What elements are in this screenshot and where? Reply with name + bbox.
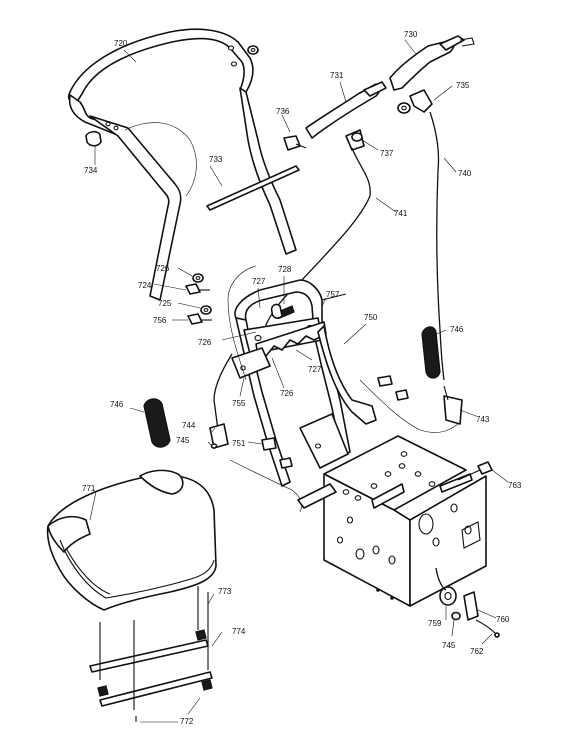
bolt-751 <box>261 375 409 469</box>
right-control-lever <box>389 35 475 91</box>
bolt-736 <box>283 135 307 151</box>
grip-746-left <box>143 398 171 448</box>
fastener-756 <box>187 313 212 325</box>
callout-736: 736 <box>276 107 290 116</box>
callout-756: 756 <box>153 316 167 325</box>
callout-763: 763 <box>508 481 522 490</box>
housing-frame <box>297 435 487 607</box>
assembly-guide-line-c <box>229 459 302 513</box>
callout-751: 751 <box>232 439 246 448</box>
handle-cap <box>85 130 102 147</box>
callout-730: 730 <box>404 30 418 39</box>
callout-726-top: 726 <box>156 264 170 273</box>
callout-774: 774 <box>232 627 246 636</box>
callout-727-top: 727 <box>252 277 266 286</box>
callout-745-top: 745 <box>176 436 190 445</box>
rod <box>206 165 300 211</box>
callout-734: 734 <box>84 166 98 175</box>
callout-737: 737 <box>380 149 394 158</box>
callout-726-low: 726 <box>280 389 294 398</box>
callout-720: 720 <box>114 39 128 48</box>
grip-746-right <box>421 326 441 379</box>
pin-762 <box>475 619 500 638</box>
bolt-763 <box>457 461 493 481</box>
leader-lines <box>89 39 509 715</box>
shield-771 <box>46 469 217 611</box>
callout-733: 733 <box>209 155 223 164</box>
callout-724: 724 <box>138 281 152 290</box>
shift-rod-757 <box>321 293 347 301</box>
bracket-743 <box>443 385 463 425</box>
callout-746-right: 746 <box>450 325 464 334</box>
assembly-guide-line-a <box>227 265 257 381</box>
assembly-guide-line-b <box>359 379 459 433</box>
strip-774 <box>99 671 213 707</box>
mount-hardware <box>97 586 213 723</box>
handle-surface-contour <box>124 122 197 197</box>
callout-745-bottom: 745 <box>442 641 456 650</box>
fastener-724 <box>185 283 210 295</box>
callout-726-mid: 726 <box>198 338 212 347</box>
callout-740: 740 <box>458 169 472 178</box>
callout-735: 735 <box>456 81 470 90</box>
shift-rod-750 <box>317 325 377 425</box>
washer-745b <box>451 611 461 621</box>
spring-744 <box>209 353 233 449</box>
bracket-755 <box>231 347 271 379</box>
cable-741 <box>263 147 371 331</box>
callout-772: 772 <box>180 717 194 726</box>
callout-744: 744 <box>182 421 196 430</box>
callout-757: 757 <box>326 290 340 299</box>
callout-728: 728 <box>278 265 292 274</box>
left-control-lever <box>305 81 387 151</box>
spring-728 <box>270 303 295 319</box>
callout-750: 750 <box>364 313 378 322</box>
fastener-726a <box>192 273 204 283</box>
callout-labels: 720 730 731 735 736 737 733 734 740 741 … <box>82 30 522 726</box>
callout-731: 731 <box>330 71 344 80</box>
callout-762: 762 <box>470 647 484 656</box>
callout-773: 773 <box>218 587 232 596</box>
callout-771: 771 <box>82 484 96 493</box>
callout-725: 725 <box>158 299 172 308</box>
washer-top <box>247 45 259 55</box>
callout-727-mid: 727 <box>308 365 322 374</box>
callout-755: 755 <box>232 399 246 408</box>
callout-746-left: 746 <box>110 400 124 409</box>
upper-handle <box>67 28 297 301</box>
fastener-725 <box>200 305 212 315</box>
strip-773 <box>89 639 209 673</box>
callout-760: 760 <box>496 615 510 624</box>
cable-740 <box>429 111 445 381</box>
callout-741: 741 <box>394 209 408 218</box>
bushing-759 <box>435 567 457 606</box>
callout-743: 743 <box>476 415 490 424</box>
callout-759: 759 <box>428 619 442 628</box>
plate-760 <box>463 591 479 621</box>
lever-pivot-735 <box>397 89 433 114</box>
